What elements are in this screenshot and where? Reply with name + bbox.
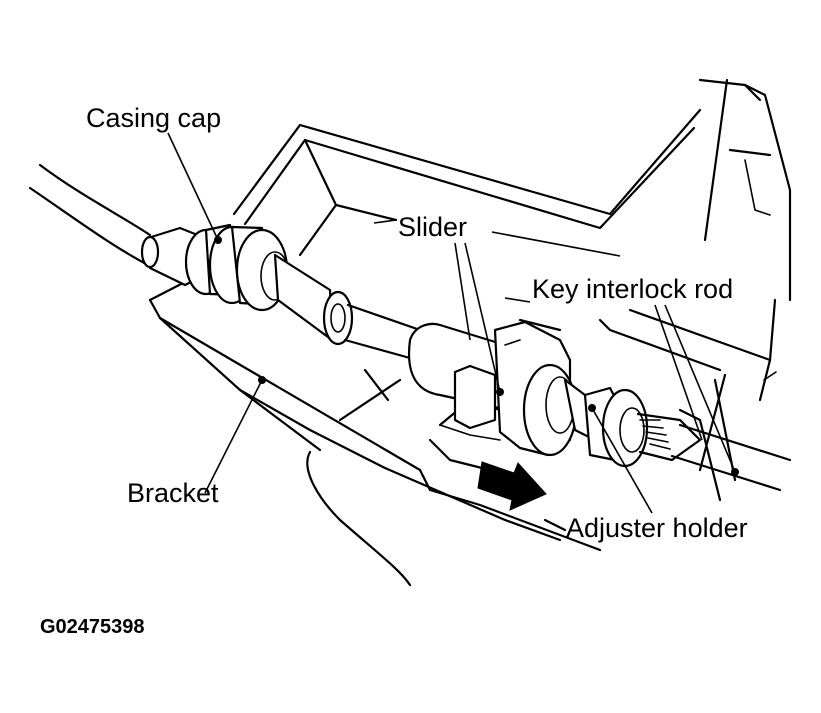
bracket-plate (148, 280, 602, 587)
label-casing-cap: Casing cap (86, 103, 221, 133)
console-housing (232, 78, 792, 502)
label-key-interlock-rod: Key interlock rod (532, 274, 733, 304)
figure-code: G02475398 (40, 616, 145, 638)
direction-arrow-icon (477, 461, 547, 511)
label-slider: Slider (398, 212, 467, 242)
cable (28, 163, 207, 287)
casing-cap (184, 223, 290, 312)
slider-assembly (407, 320, 597, 457)
label-adjuster-holder: Adjuster holder (566, 513, 748, 543)
leader-lines (167, 132, 739, 514)
label-bracket: Bracket (127, 478, 219, 508)
casing-shaft (273, 253, 422, 360)
